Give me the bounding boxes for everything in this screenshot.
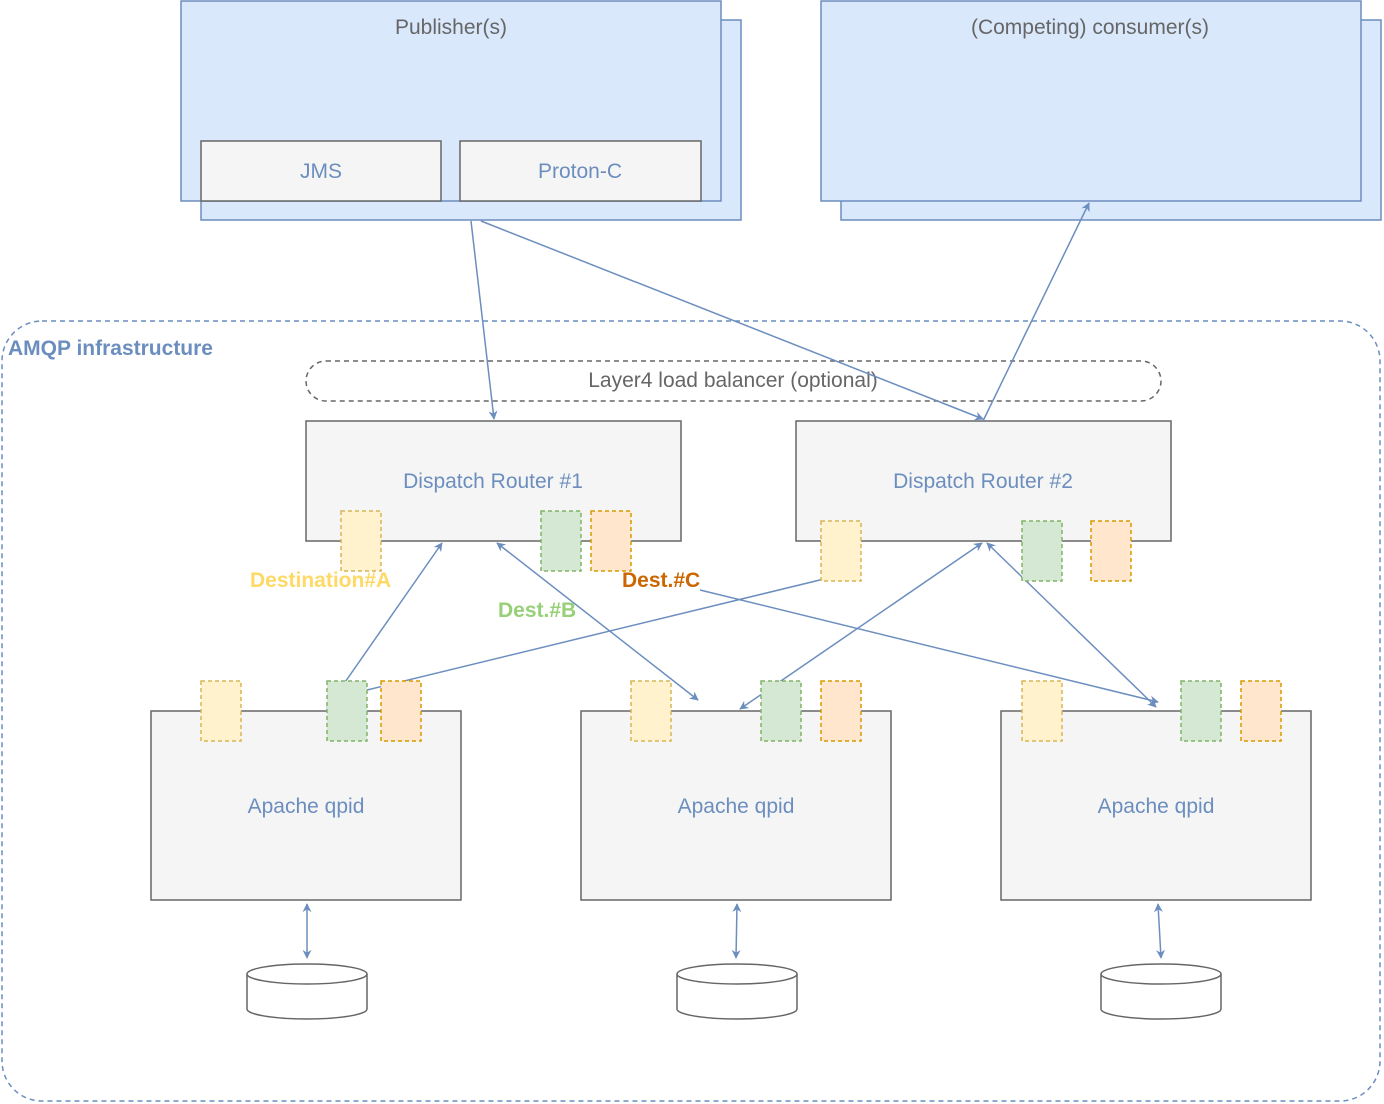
- arrow-publishers-to-router-2: [480, 220, 984, 421]
- dispatch-router-1-label: Dispatch Router #1: [403, 470, 583, 493]
- arrow-publishers-to-router-1: [470, 220, 498, 420]
- arrow-router-2-broker-3: [986, 542, 1157, 708]
- broker-1-label: Apache qpid: [248, 795, 365, 818]
- publishers-title: Publisher(s): [395, 16, 507, 39]
- router-2-dest-b: [1021, 520, 1063, 582]
- router-1-dest-c: [590, 510, 632, 572]
- publishers-group: Publisher(s) JMS Proton-C: [180, 0, 742, 221]
- arrow-router-1-broker-1: [326, 542, 443, 709]
- arrow-router-2-to-consumers: [982, 202, 1090, 422]
- broker-3-dest-c: [1240, 680, 1282, 742]
- arrow-router-2-broker-1: [366, 569, 862, 691]
- router-1-dest-b: [540, 510, 582, 572]
- proton-c-client-box: [459, 140, 702, 202]
- arrow-broker-2-storage: [731, 903, 742, 959]
- destination-a-label: Destination#A: [250, 569, 391, 592]
- router-2-dest-c: [1090, 520, 1132, 582]
- consumers-group: (Competing) consumer(s): [820, 0, 1382, 221]
- destination-b-label: Dest.#B: [498, 599, 576, 622]
- router-2-dest-a: [820, 520, 862, 582]
- destination-c-label: Dest.#C: [622, 569, 700, 592]
- broker-2-dest-b: [760, 680, 802, 742]
- dispatch-router-2-label: Dispatch Router #2: [893, 470, 1073, 493]
- arrow-router-1-broker-3: [699, 589, 1159, 705]
- broker-2-dest-a: [630, 680, 672, 742]
- storage-1-cylinder: [246, 963, 368, 1020]
- arrow-broker-3-storage: [1153, 903, 1166, 959]
- load-balancer-box: [305, 360, 1162, 402]
- storage-2-cylinder: [676, 963, 798, 1020]
- broker-2-box: [580, 710, 892, 901]
- broker-2-dest-c: [820, 680, 862, 742]
- arrow-router-1-broker-2: [496, 542, 699, 701]
- storage-3-cylinder: [1100, 963, 1222, 1020]
- broker-3-label: Apache qpid: [1098, 795, 1215, 818]
- connectors: [302, 202, 1166, 959]
- jms-label: JMS: [300, 160, 342, 183]
- jms-client-box: [200, 140, 442, 202]
- amqp-infrastructure-container: [1, 320, 1381, 1102]
- consumers-title: (Competing) consumer(s): [971, 16, 1209, 39]
- broker-3-box: [1000, 710, 1312, 901]
- amqp-infrastructure-title: AMQP infrastructure: [8, 337, 213, 360]
- load-balancer-label: Layer4 load balancer (optional): [588, 369, 878, 392]
- broker-1-dest-b: [326, 680, 368, 742]
- consumers-box: [820, 0, 1362, 202]
- broker-3-dest-b: [1180, 680, 1222, 742]
- broker-2-label: Apache qpid: [678, 795, 795, 818]
- broker-3-dest-a: [1021, 680, 1063, 742]
- broker-1-dest-a: [200, 680, 242, 742]
- broker-1-box: [150, 710, 462, 901]
- router-1-dest-a: [340, 510, 382, 572]
- proton-c-label: Proton-C: [538, 160, 622, 183]
- broker-1-dest-c: [380, 680, 422, 742]
